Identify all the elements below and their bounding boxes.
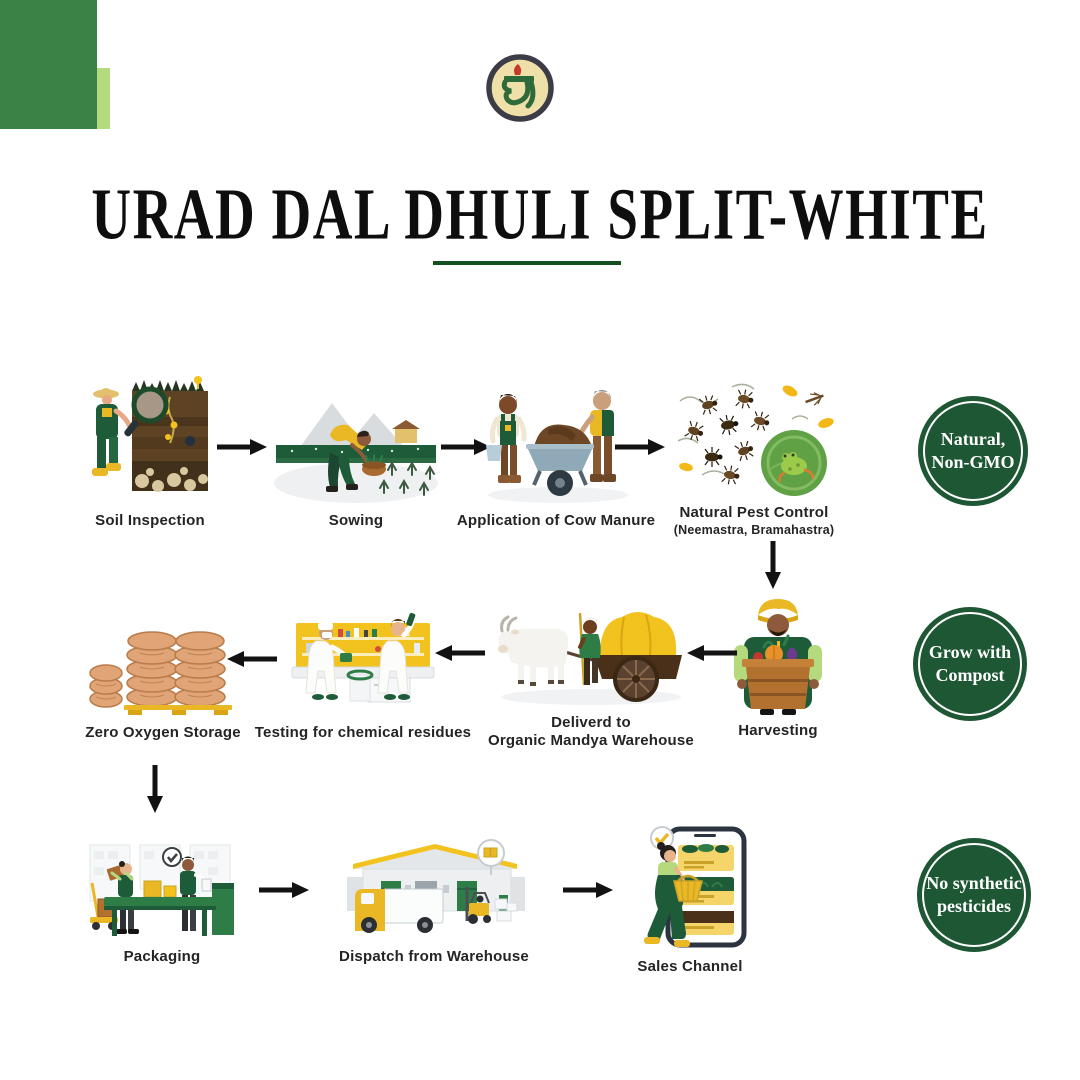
online-sales-illustration [644,826,747,948]
step-label: Testing for chemical residues [254,724,472,741]
packaging-illustration [89,844,234,936]
step-soil-inspection: Soil Inspection [86,372,214,530]
step-label: Application of Cow Manure [456,512,656,529]
step-label: Natural Pest Control (Neemastra, Bramaha… [674,504,834,538]
sowing-illustration [274,403,438,503]
page-title: URAD DAL DHULI SPLIT-WHITE [91,173,989,255]
cow-manure-illustration [486,390,628,503]
step-dispatch: Dispatch from Warehouse [338,839,530,966]
pest-control-illustration [677,383,834,496]
step-sowing: Sowing [272,382,440,530]
step-label: Packaging [123,948,201,965]
harvesting-illustration [734,599,822,715]
step-delivered-warehouse: Deliverd to Organic Mandya Warehouse [488,598,694,750]
title-underline [433,261,621,265]
badge-line: No synthetic [926,872,1022,893]
arrow-right-icon [259,882,309,898]
arrow-right-icon [217,439,267,455]
step-label: Soil Inspection [95,512,205,529]
step-zero-oxygen-storage: Zero Oxygen Storage [85,614,241,742]
step-label-line1: Natural Pest Control [679,504,829,521]
step-testing: Testing for chemical residues [255,602,471,742]
step-harvesting: Harvesting [728,594,828,740]
badge-line: pesticides [937,896,1011,916]
organic-mandya-logo-icon [486,54,554,122]
step-label: Harvesting [738,722,818,739]
step-cow-manure: Application of Cow Manure [457,376,655,530]
step-label: Sowing [328,512,384,529]
badge-no-synthetic-pesticides: No synthetic pesticides [917,838,1031,952]
badge-line: Grow with [928,641,1012,662]
step-label: Dispatch from Warehouse [339,948,529,965]
arrow-left-icon [227,651,277,667]
step-label: Zero Oxygen Storage [85,724,241,741]
step-sales-channel: Sales Channel [624,826,756,976]
step-label-line1: Deliverd to [551,714,631,731]
badge-grow-with-compost: Grow with Compost [913,607,1027,721]
badge-line: Non-GMO [931,452,1015,472]
arrow-right-icon [441,439,491,455]
arrow-right-icon [563,882,613,898]
badge-line: Natural, [940,428,1006,449]
badge-natural-non-gmo: Natural, Non-GMO [918,396,1028,506]
lab-testing-illustration [291,612,435,703]
sack-stack-illustration [89,631,232,715]
corner-square-light [97,68,110,129]
badge-line: Compost [935,665,1005,685]
step-label: Deliverd to Organic Mandya Warehouse [488,714,694,750]
step-label-line2: Organic Mandya Warehouse [488,732,694,749]
step-pest-control: Natural Pest Control (Neemastra, Bramaha… [672,374,836,538]
bullock-cart-illustration [498,612,682,705]
arrow-down-icon [765,541,781,589]
corner-square-dark [0,0,97,129]
warehouse-dispatch-illustration [347,839,525,933]
soil-inspection-illustration [92,376,208,492]
step-label: Sales Channel [637,958,743,975]
step-label-line2: (Neemastra, Bramahastra) [673,523,835,537]
arrow-right-icon [615,439,665,455]
arrow-left-icon [435,645,485,661]
step-packaging: Packaging [84,840,240,966]
arrow-down-icon [147,765,163,813]
arrow-left-icon [687,645,737,661]
